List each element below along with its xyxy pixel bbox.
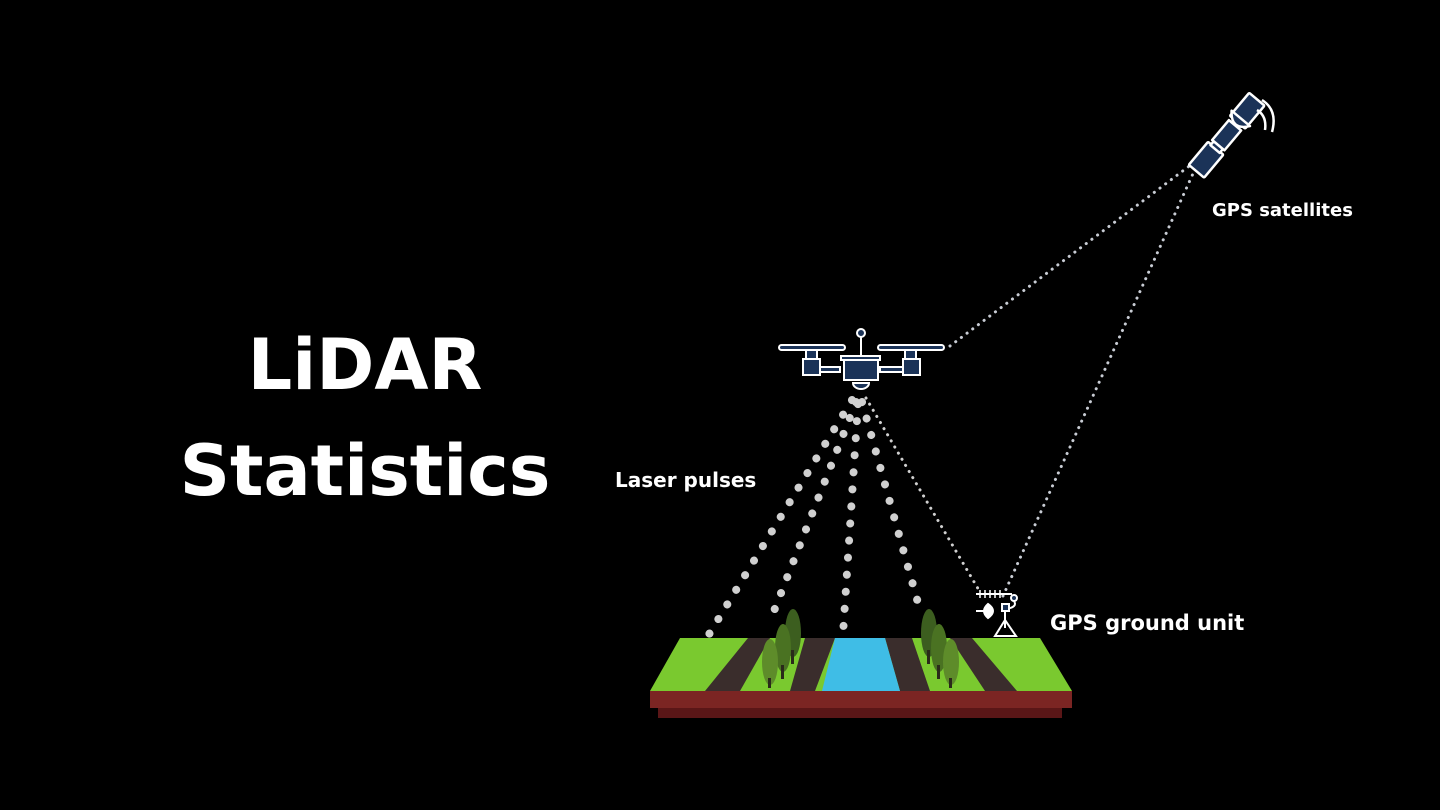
title-line-2: Statistics — [179, 430, 551, 512]
drone-icon — [778, 328, 945, 390]
tree-icon — [762, 639, 778, 685]
laser-pulses-label: Laser pulses — [615, 468, 757, 492]
tree-icon — [943, 639, 959, 685]
gps-signal-lines — [948, 156, 1202, 598]
trees-left — [762, 609, 801, 688]
tree-icon — [931, 624, 947, 672]
laser-pulses — [704, 396, 982, 640]
gps-satellites-label: GPS satellites — [1212, 200, 1353, 221]
tree-icon — [775, 624, 791, 672]
satellite-icon — [1187, 91, 1275, 179]
page-title: LiDAR Statistics — [120, 312, 610, 524]
gps-ground-unit-label: GPS ground unit — [1050, 611, 1245, 635]
terrain-block — [650, 638, 1072, 718]
trees-right — [921, 609, 959, 688]
title-line-1: LiDAR — [247, 324, 483, 406]
ground-unit-icon — [976, 590, 1018, 637]
